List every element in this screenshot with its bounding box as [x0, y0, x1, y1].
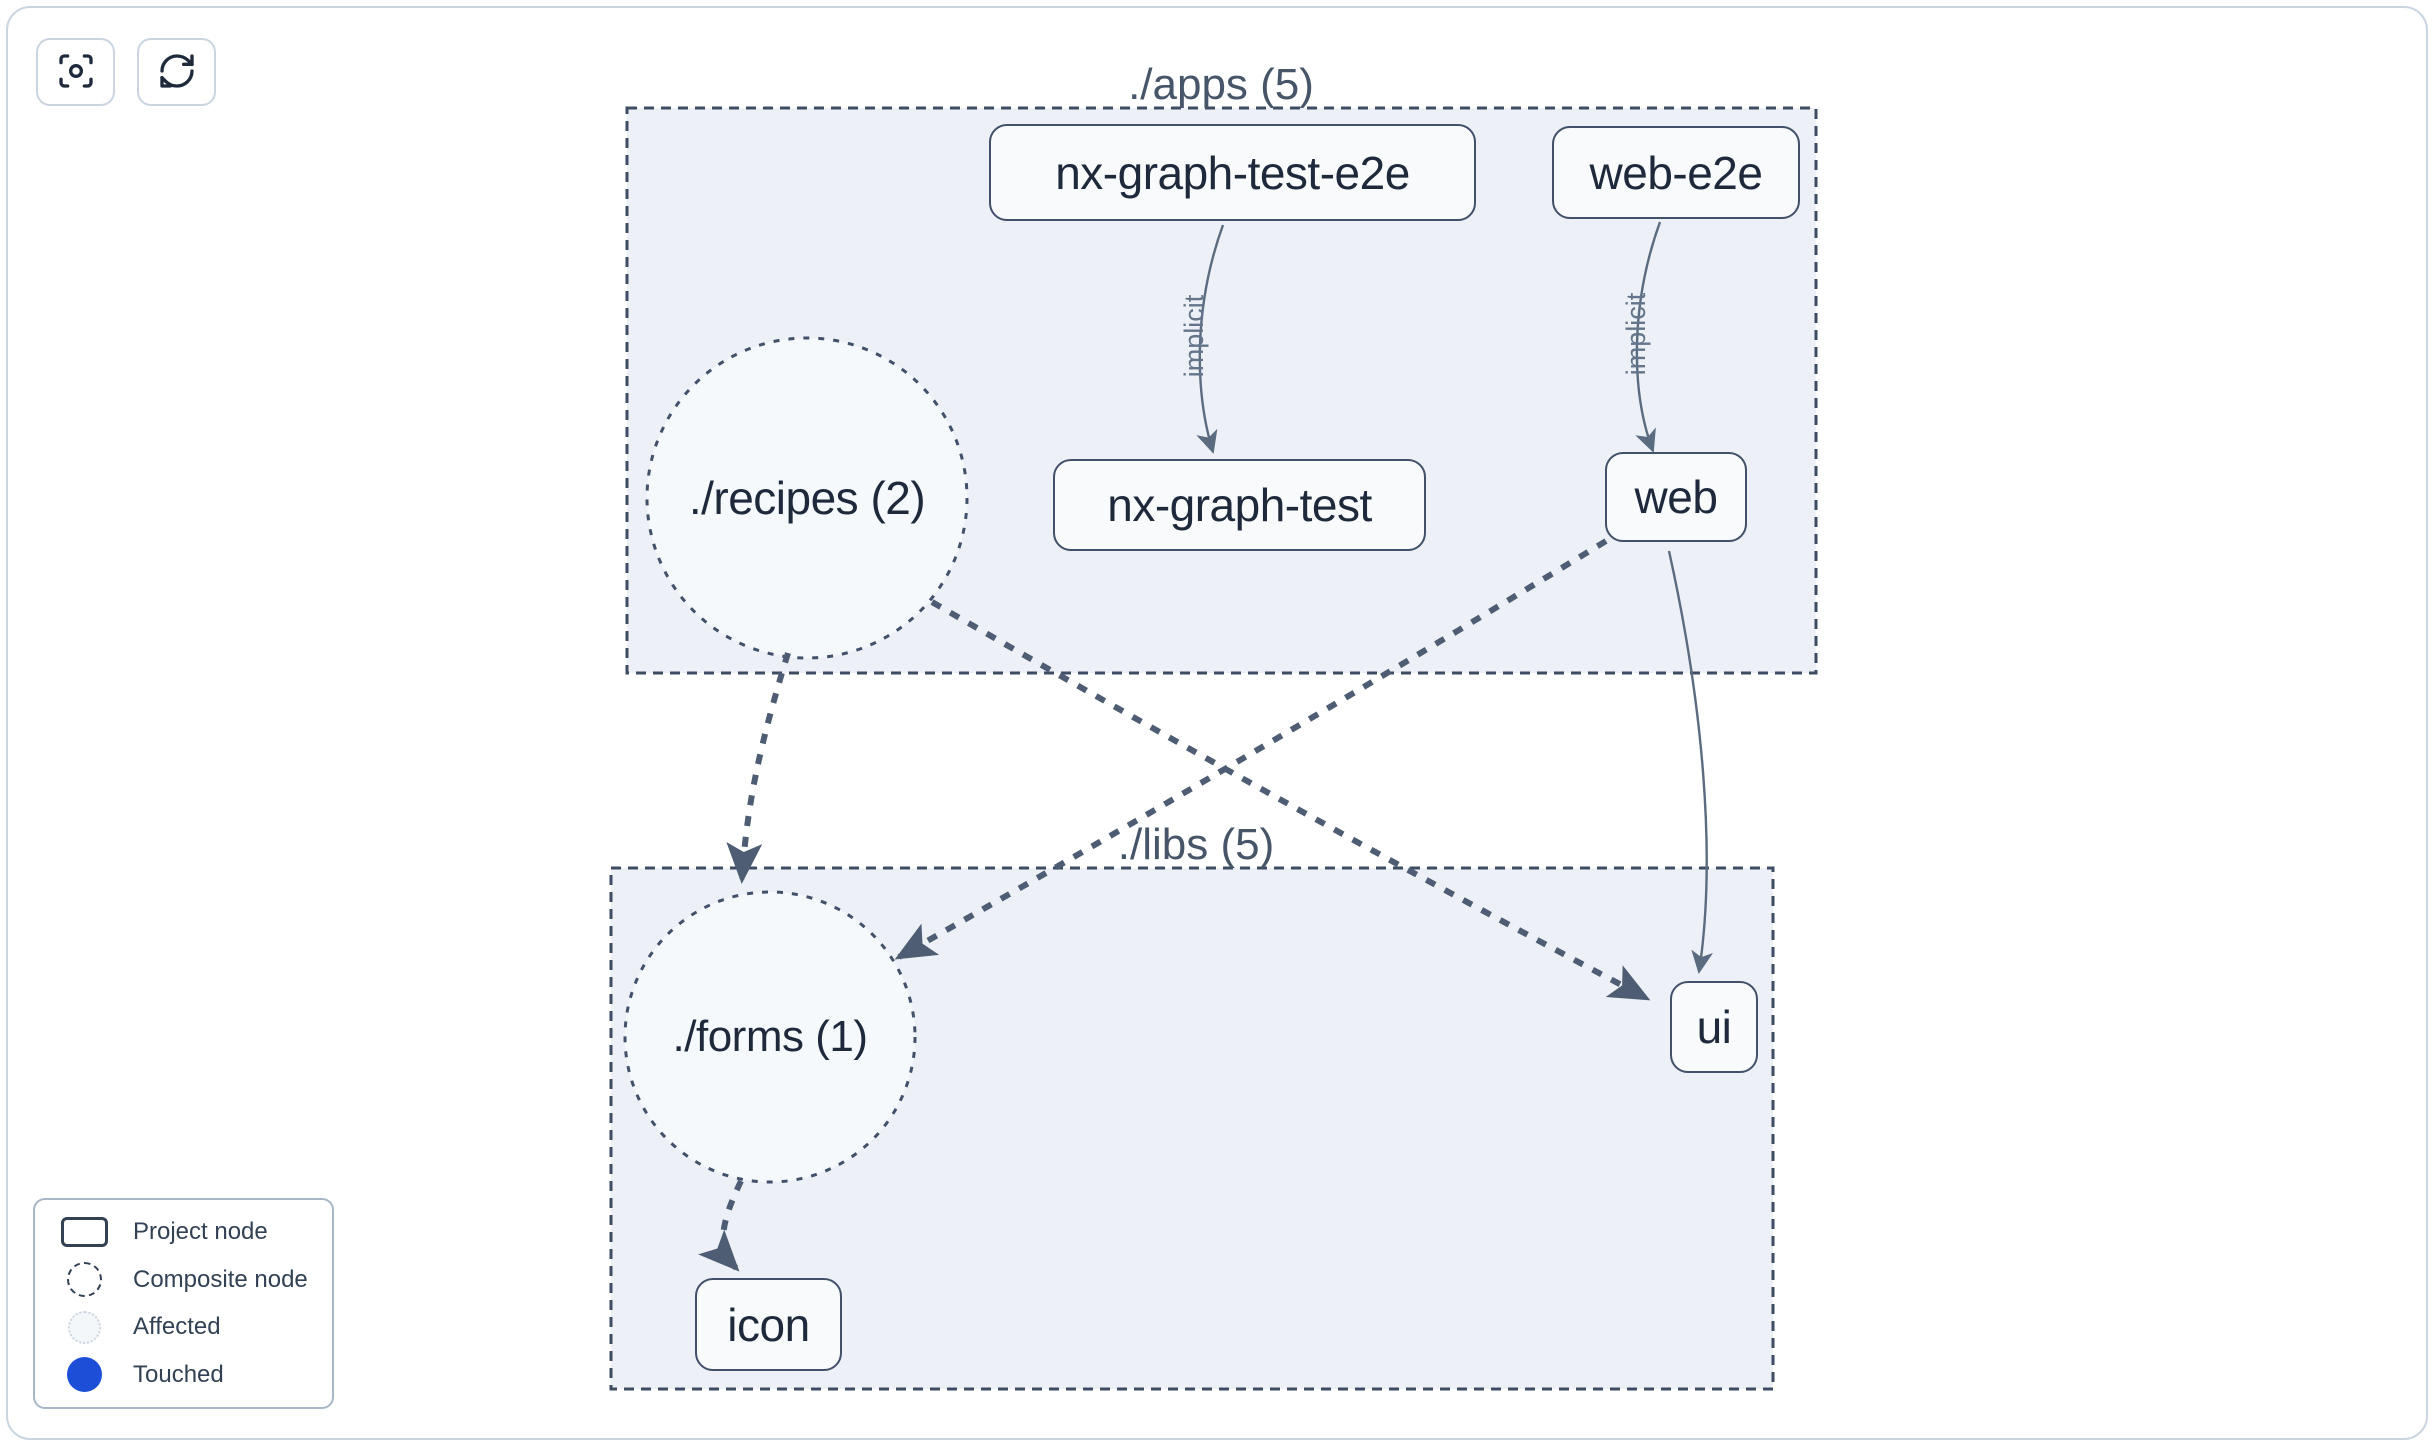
legend-label: Project node	[133, 1218, 268, 1246]
edge-label-implicit: implicit	[1621, 292, 1651, 375]
focus-icon	[56, 51, 96, 94]
refresh-button[interactable]	[137, 38, 216, 106]
legend-item-affected: Affected	[35, 1304, 332, 1350]
edge-web-e2e-web[interactable]	[1635, 221, 1662, 453]
legend-label: Affected	[133, 1313, 221, 1341]
project-node-swatch-icon	[60, 1217, 108, 1248]
group-label-apps: ./apps (5)	[1128, 60, 1314, 109]
node-web[interactable]: web	[1605, 452, 1747, 542]
edge-recipes-ui[interactable]	[930, 599, 1651, 1001]
node-forms[interactable]: ./forms (1)	[672, 1012, 868, 1061]
legend-label: Composite node	[133, 1265, 308, 1293]
legend-item-composite-node: Composite node	[35, 1257, 332, 1303]
touched-swatch-icon	[66, 1357, 102, 1393]
edge-nx-graph-test-e2e-nx-graph-test[interactable]	[1196, 224, 1225, 454]
affected-swatch-icon	[67, 1310, 101, 1344]
node-web-e2e[interactable]: web-e2e	[1552, 126, 1800, 219]
center-graph-button[interactable]	[36, 38, 115, 106]
node-icon[interactable]: icon	[695, 1278, 842, 1371]
group-label-libs: ./libs (5)	[1117, 820, 1275, 869]
legend-item-project-node: Project node	[35, 1209, 332, 1255]
composite-node-swatch-icon	[66, 1262, 102, 1298]
edge-forms-icon[interactable]	[698, 1179, 744, 1272]
refresh-icon	[157, 51, 197, 94]
node-ui[interactable]: ui	[1670, 981, 1758, 1073]
legend-item-touched: Touched	[35, 1352, 332, 1398]
edge-label-implicit: implicit	[1179, 294, 1209, 377]
node-recipes[interactable]: ./recipes (2)	[688, 472, 926, 524]
node-nx-graph-test-e2e[interactable]: nx-graph-test-e2e	[989, 124, 1476, 221]
composite-circle-recipes[interactable]	[645, 336, 969, 660]
composite-circle-forms[interactable]	[623, 890, 917, 1184]
node-nx-graph-test[interactable]: nx-graph-test	[1053, 459, 1426, 551]
edge-web-ui[interactable]	[1667, 550, 1714, 974]
legend: Project node Composite node Affected Tou…	[33, 1198, 334, 1409]
toolbar	[36, 38, 216, 106]
legend-label: Touched	[133, 1360, 224, 1388]
